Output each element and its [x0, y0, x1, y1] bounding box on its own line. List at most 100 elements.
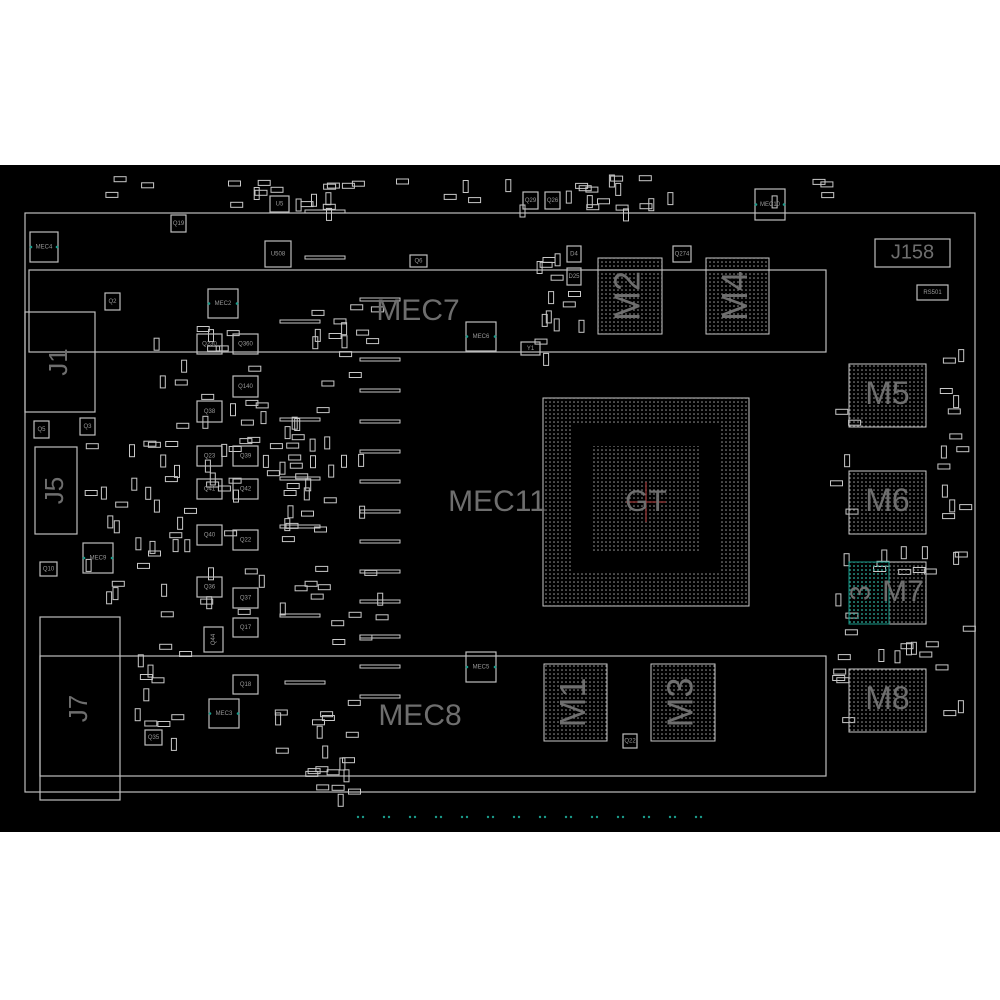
passive-pad — [377, 592, 384, 606]
part-q3[interactable]: Q3 — [79, 417, 96, 436]
passive-pad — [303, 487, 310, 501]
passive-pad — [366, 338, 380, 345]
pin-marker — [465, 335, 469, 338]
passive-pad — [939, 388, 953, 394]
passive-pad — [943, 710, 957, 717]
passive-pad — [230, 201, 244, 208]
part-q42-label: Q42 — [240, 487, 252, 493]
passive-pad — [208, 329, 214, 343]
passive-pad — [85, 443, 99, 450]
passive-pad — [554, 253, 561, 267]
chip-m6[interactable]: M6 — [848, 470, 927, 535]
passive-pad — [315, 766, 329, 773]
part-q22-label: Q22 — [240, 538, 252, 544]
part-q36[interactable]: Q36 — [196, 576, 223, 598]
chip-m1[interactable]: M1 — [543, 663, 608, 742]
passive-pad — [348, 372, 362, 378]
via — [434, 815, 438, 819]
connector-j1[interactable]: J1 — [24, 311, 96, 413]
part-q22b[interactable]: Q22 — [622, 733, 638, 749]
pin-marker — [207, 302, 211, 305]
part-q5[interactable]: Q5 — [33, 420, 50, 439]
part-q23[interactable]: Q23 — [196, 445, 223, 467]
part-q29[interactable]: Q29 — [522, 191, 539, 210]
passive-pad — [147, 664, 154, 678]
connector-j5-label: J5 — [39, 477, 69, 504]
chip-m2-label: M2 — [607, 271, 648, 321]
via — [491, 815, 495, 819]
chip-m8[interactable]: M8 — [848, 668, 927, 733]
part-q26[interactable]: Q26 — [544, 191, 561, 210]
part-q35[interactable]: Q35 — [144, 729, 163, 746]
passive-pad — [844, 629, 858, 636]
part-q41[interactable]: Q41 — [196, 478, 223, 500]
part-d4[interactable]: D4 — [566, 245, 582, 263]
passive-pad — [112, 587, 119, 601]
part-q22[interactable]: Q22 — [232, 529, 259, 551]
passive-pad — [311, 193, 317, 207]
part-q40[interactable]: Q40 — [196, 524, 223, 546]
passive-pad — [553, 318, 560, 332]
passive-pad — [291, 434, 305, 441]
chip-m7-label: M7 — [882, 575, 924, 608]
part-q230[interactable]: Q230 — [196, 333, 223, 355]
part-rs501-label: RS501 — [923, 290, 942, 296]
part-q360-label: Q360 — [238, 342, 253, 348]
part-q37[interactable]: Q37 — [232, 587, 259, 609]
part-q2[interactable]: Q2 — [104, 292, 121, 311]
part-q38[interactable]: Q38 — [196, 400, 223, 423]
connector-j7[interactable]: J7 — [39, 616, 121, 801]
passive-pad — [145, 486, 152, 500]
connector-j158[interactable]: J158 — [874, 238, 951, 268]
part-q19[interactable]: Q19 — [170, 214, 187, 233]
passive-pad — [835, 593, 842, 607]
passive-pad — [947, 408, 961, 415]
passive-pad — [578, 185, 592, 192]
part-q274[interactable]: Q274 — [672, 245, 692, 263]
passive-pad — [151, 677, 165, 684]
via — [361, 815, 365, 819]
passive-pad — [941, 484, 948, 498]
part-q6[interactable]: Q6 — [409, 254, 428, 268]
passive-pad — [228, 180, 241, 187]
part-q360[interactable]: Q360 — [232, 333, 259, 355]
chip-m8-label: M8 — [865, 680, 909, 716]
passive-pad — [201, 393, 215, 400]
m7-overlay-label: 3 — [844, 585, 875, 601]
passive-pad — [287, 505, 294, 519]
part-q10[interactable]: Q10 — [39, 561, 58, 577]
passive-pad — [326, 769, 340, 776]
passive-pad — [304, 580, 318, 587]
part-rs501[interactable]: RS501 — [916, 284, 949, 301]
part-q17[interactable]: Q17 — [232, 617, 259, 638]
part-q42[interactable]: Q42 — [232, 478, 259, 500]
part-q35-label: Q35 — [148, 735, 160, 741]
passive-pad — [585, 186, 599, 193]
chip-m7[interactable]: M7 — [848, 561, 927, 625]
part-q22b-label: Q22 — [624, 739, 636, 745]
part-u508[interactable]: U508 — [264, 240, 292, 268]
chip-m5[interactable]: M5 — [848, 363, 927, 428]
passive-pad — [942, 513, 956, 520]
part-q230-label: Q230 — [202, 342, 217, 348]
part-d25[interactable]: D25 — [566, 267, 582, 286]
chip-m2[interactable]: M2 — [597, 257, 663, 335]
part-q39[interactable]: Q39 — [232, 445, 259, 467]
passive-components — [84, 174, 976, 819]
chip-gt[interactable]: GT — [542, 397, 750, 607]
part-q140[interactable]: Q140 — [232, 375, 259, 398]
passive-pad — [339, 351, 353, 358]
connector-j158-label: J158 — [891, 241, 934, 263]
part-u5[interactable]: U5 — [269, 195, 290, 213]
part-q18[interactable]: Q18 — [232, 674, 259, 695]
chip-m4[interactable]: M4 — [705, 257, 770, 335]
chip-m3[interactable]: M3 — [650, 663, 716, 742]
connector-strip — [359, 419, 401, 424]
passive-pad — [141, 182, 155, 189]
connector-j5[interactable]: J5 — [34, 446, 78, 535]
passive-pad — [949, 499, 956, 513]
passive-pad — [539, 261, 553, 268]
part-q44[interactable]: Q44 — [203, 626, 224, 653]
passive-pad — [160, 454, 167, 468]
part-y1[interactable]: Y1 — [520, 341, 541, 356]
